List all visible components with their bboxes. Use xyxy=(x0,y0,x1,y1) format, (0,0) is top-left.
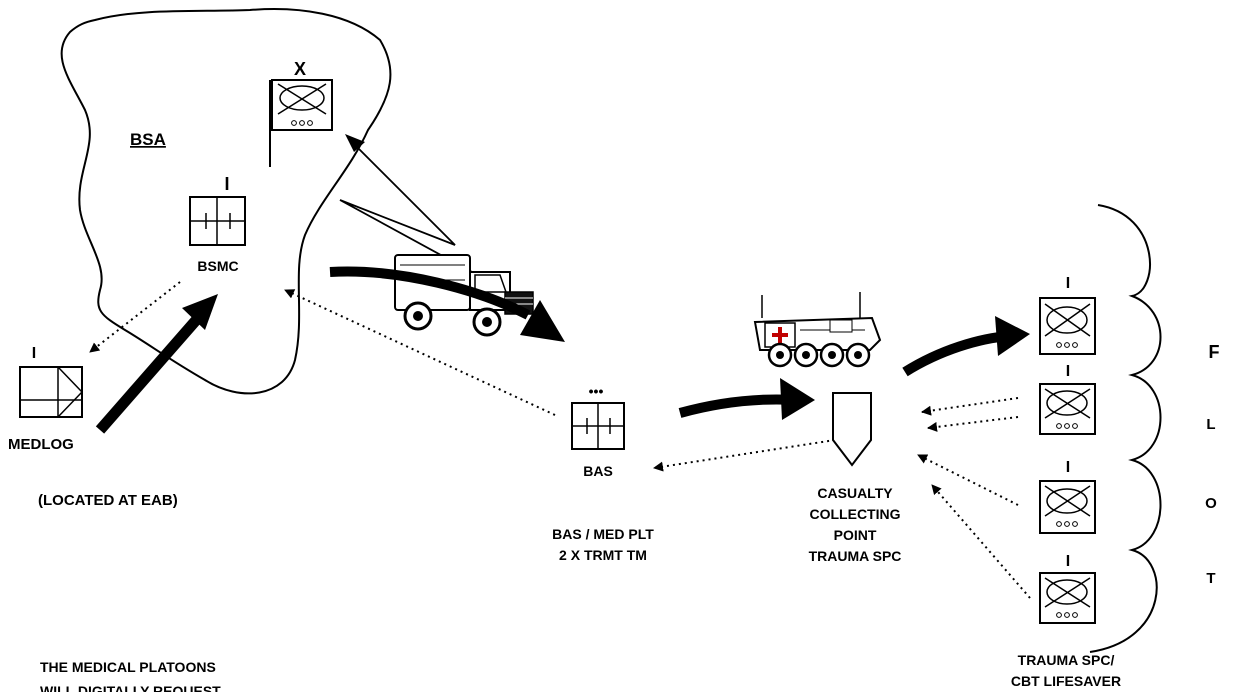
casualty-collecting-point-symbol xyxy=(832,392,872,467)
supply-flow-arrowhead xyxy=(182,294,218,330)
armored-ambulance-icon xyxy=(753,292,882,368)
bsmc-symbol: I xyxy=(189,174,246,246)
bas-med-plt-label: BAS / MED PLT xyxy=(552,526,654,542)
request-flow-dotted-arrow xyxy=(284,289,556,416)
dotted-flow-arrow xyxy=(931,484,1031,599)
bsa-label: BSA xyxy=(130,130,166,149)
digital-request-lightning xyxy=(339,141,506,291)
flot-boundary-line xyxy=(1089,204,1162,653)
echelon-i-marker: I xyxy=(1066,459,1070,476)
maneuver-unit-symbol: I xyxy=(1039,553,1096,624)
supply-flow-arrow xyxy=(95,306,210,434)
echelon-i-marker: I xyxy=(32,345,36,362)
maneuver-unit-symbol: I xyxy=(1039,459,1096,534)
bsa-area-outline xyxy=(60,8,392,395)
maneuver-unit-symbol: I xyxy=(1039,363,1096,435)
bas-symbol: ••• xyxy=(571,383,625,450)
echelon-i-marker: I xyxy=(1066,553,1070,570)
trmt-tm-label: 2 X TRMT TM xyxy=(559,547,647,563)
evacuation-flow-arrow xyxy=(329,266,531,320)
request-flow-dotted-arrow xyxy=(89,281,181,353)
cbt-lifesaver-label: CBT LIFESAVER xyxy=(1011,673,1121,689)
ccp-label-line3: POINT xyxy=(834,527,877,543)
forward-flow-arrow xyxy=(902,331,1011,377)
echelon-x-marker: X xyxy=(294,59,306,79)
bsmc-label: BSMC xyxy=(197,258,238,274)
ccp-label-line2: COLLECTING xyxy=(810,506,901,522)
dotted-flow-arrow xyxy=(917,454,1019,506)
echelon-i-marker: I xyxy=(224,174,229,194)
echelon-platoon-marker: ••• xyxy=(589,383,604,399)
trauma-spc-label: TRAUMA SPC/ xyxy=(1018,652,1115,668)
evacuation-flow-arrowhead xyxy=(520,300,565,342)
dotted-flow-arrow xyxy=(921,397,1019,416)
echelon-i-marker: I xyxy=(1066,275,1070,292)
medlog-symbol: I xyxy=(19,345,83,418)
located-at-eab-label: (LOCATED AT EAB) xyxy=(38,492,178,509)
brigade-medical-hq-symbol: X xyxy=(269,59,333,167)
medlog-label: MEDLOG xyxy=(8,436,74,453)
echelon-i-marker: I xyxy=(1066,363,1070,380)
flot-letter-t: T xyxy=(1206,570,1215,587)
flot-letter-l: L xyxy=(1206,416,1215,433)
ambulance-truck-icon xyxy=(394,254,534,337)
maneuver-unit-symbol: I xyxy=(1039,275,1096,355)
dotted-flow-arrow xyxy=(927,416,1019,432)
casualty-flow-arrow xyxy=(678,394,796,418)
flot-letter-o: O xyxy=(1205,495,1217,512)
bas-label: BAS xyxy=(583,463,613,479)
ccp-label-line4: TRAUMA SPC xyxy=(809,548,902,564)
ccp-label-line1: CASUALTY xyxy=(817,485,893,501)
note-line1: THE MEDICAL PLATOONS xyxy=(40,659,216,675)
dotted-flow-arrow xyxy=(653,439,836,472)
flot-letter-f: F xyxy=(1209,342,1220,362)
note-line2: WILL DIGITALLY REQUEST xyxy=(40,683,221,692)
